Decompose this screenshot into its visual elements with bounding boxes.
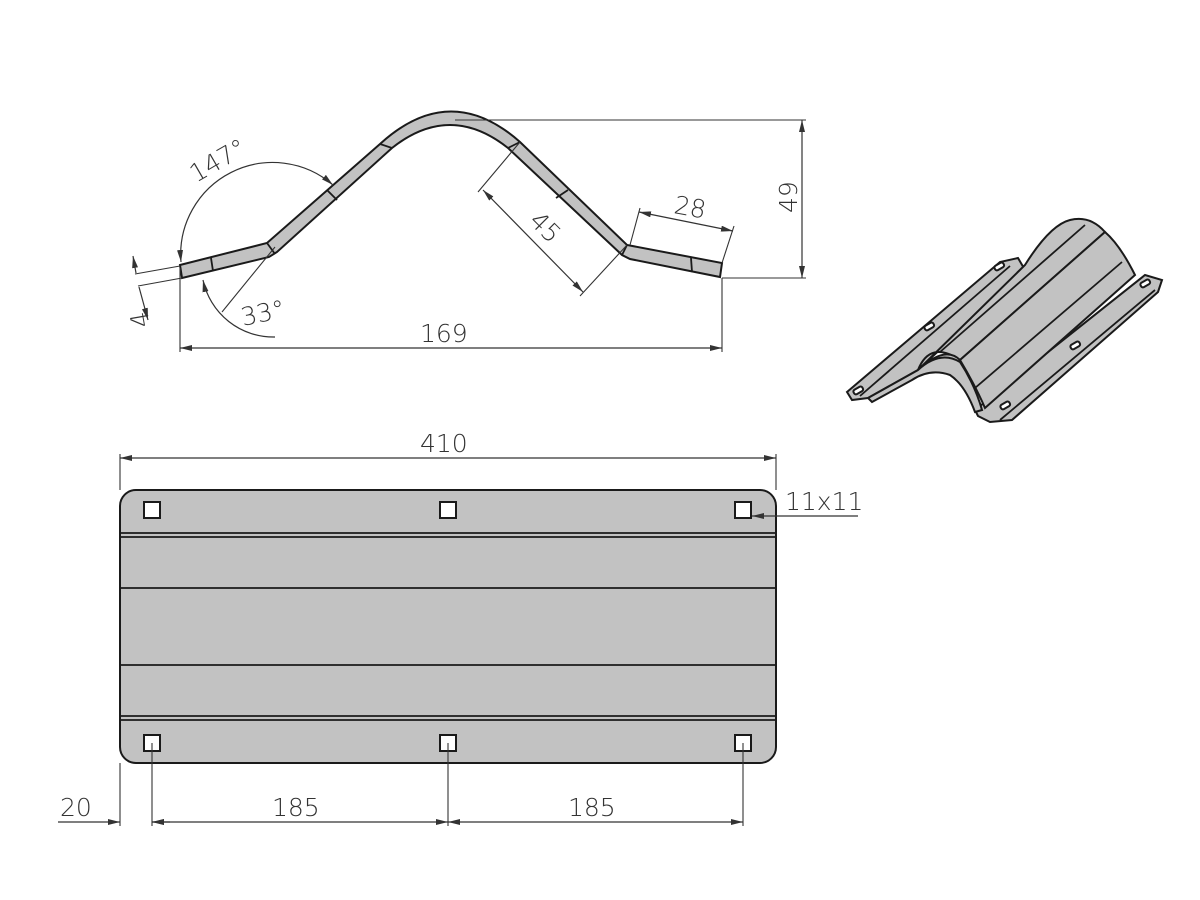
offset-20-label: 20 [60,793,92,822]
iso-hole-3 [993,261,1006,272]
iso-hole-5 [1069,340,1082,351]
iso-hump-top [917,217,1107,371]
angle-147-arc [177,161,334,263]
spacing-185-right-label: 185 [568,793,616,822]
iso-hole-4 [999,400,1012,411]
angle-33-arc [202,279,276,338]
thickness-dim-line-2 [138,286,149,321]
iso-hole-6 [1139,278,1152,289]
spacing-185-left-label: 185 [272,793,320,822]
plate-body [119,489,777,764]
iso-hump-slope [917,230,1137,410]
slope-45-label: 45 [524,206,567,249]
slope-45-dim-line [482,189,584,293]
top-view: 410 11x11 20 185 185 [58,429,863,826]
thickness-label: 4 [125,309,156,330]
angle-33-label: 33° [238,294,287,332]
width-169-label: 169 [420,319,468,348]
square-hole-top-center [439,501,457,519]
square-hole-top-left [143,501,161,519]
thickness-dim-line [132,255,139,274]
iso-seams [859,224,1156,421]
square-hole-top-right [734,501,752,519]
hole-size-label: 11x11 [785,487,863,516]
iso-right-flange [973,273,1164,424]
length-410-label: 410 [420,429,468,458]
iso-hole-1 [852,385,865,396]
side-profile-view: 147° 33° 4 169 45 28 49 [125,110,806,352]
profile-body [178,110,724,280]
thickness-ext-top [134,265,181,275]
plate-bend-lines [120,532,776,721]
iso-hole-2 [923,321,936,332]
angle-33-extension [221,246,276,313]
iso-hump-end [866,356,984,414]
slope-45-ext-top [477,141,521,193]
thickness-ext-bottom [137,277,183,287]
isometric-view [845,217,1164,424]
flange-28-label: 28 [672,190,708,224]
flange-28-dim-line [638,211,734,232]
slope-45-ext-bottom [579,244,628,297]
flange-28-ext-right [721,225,735,264]
flange-28-ext-left [629,207,641,246]
height-49-label: 49 [774,181,803,213]
